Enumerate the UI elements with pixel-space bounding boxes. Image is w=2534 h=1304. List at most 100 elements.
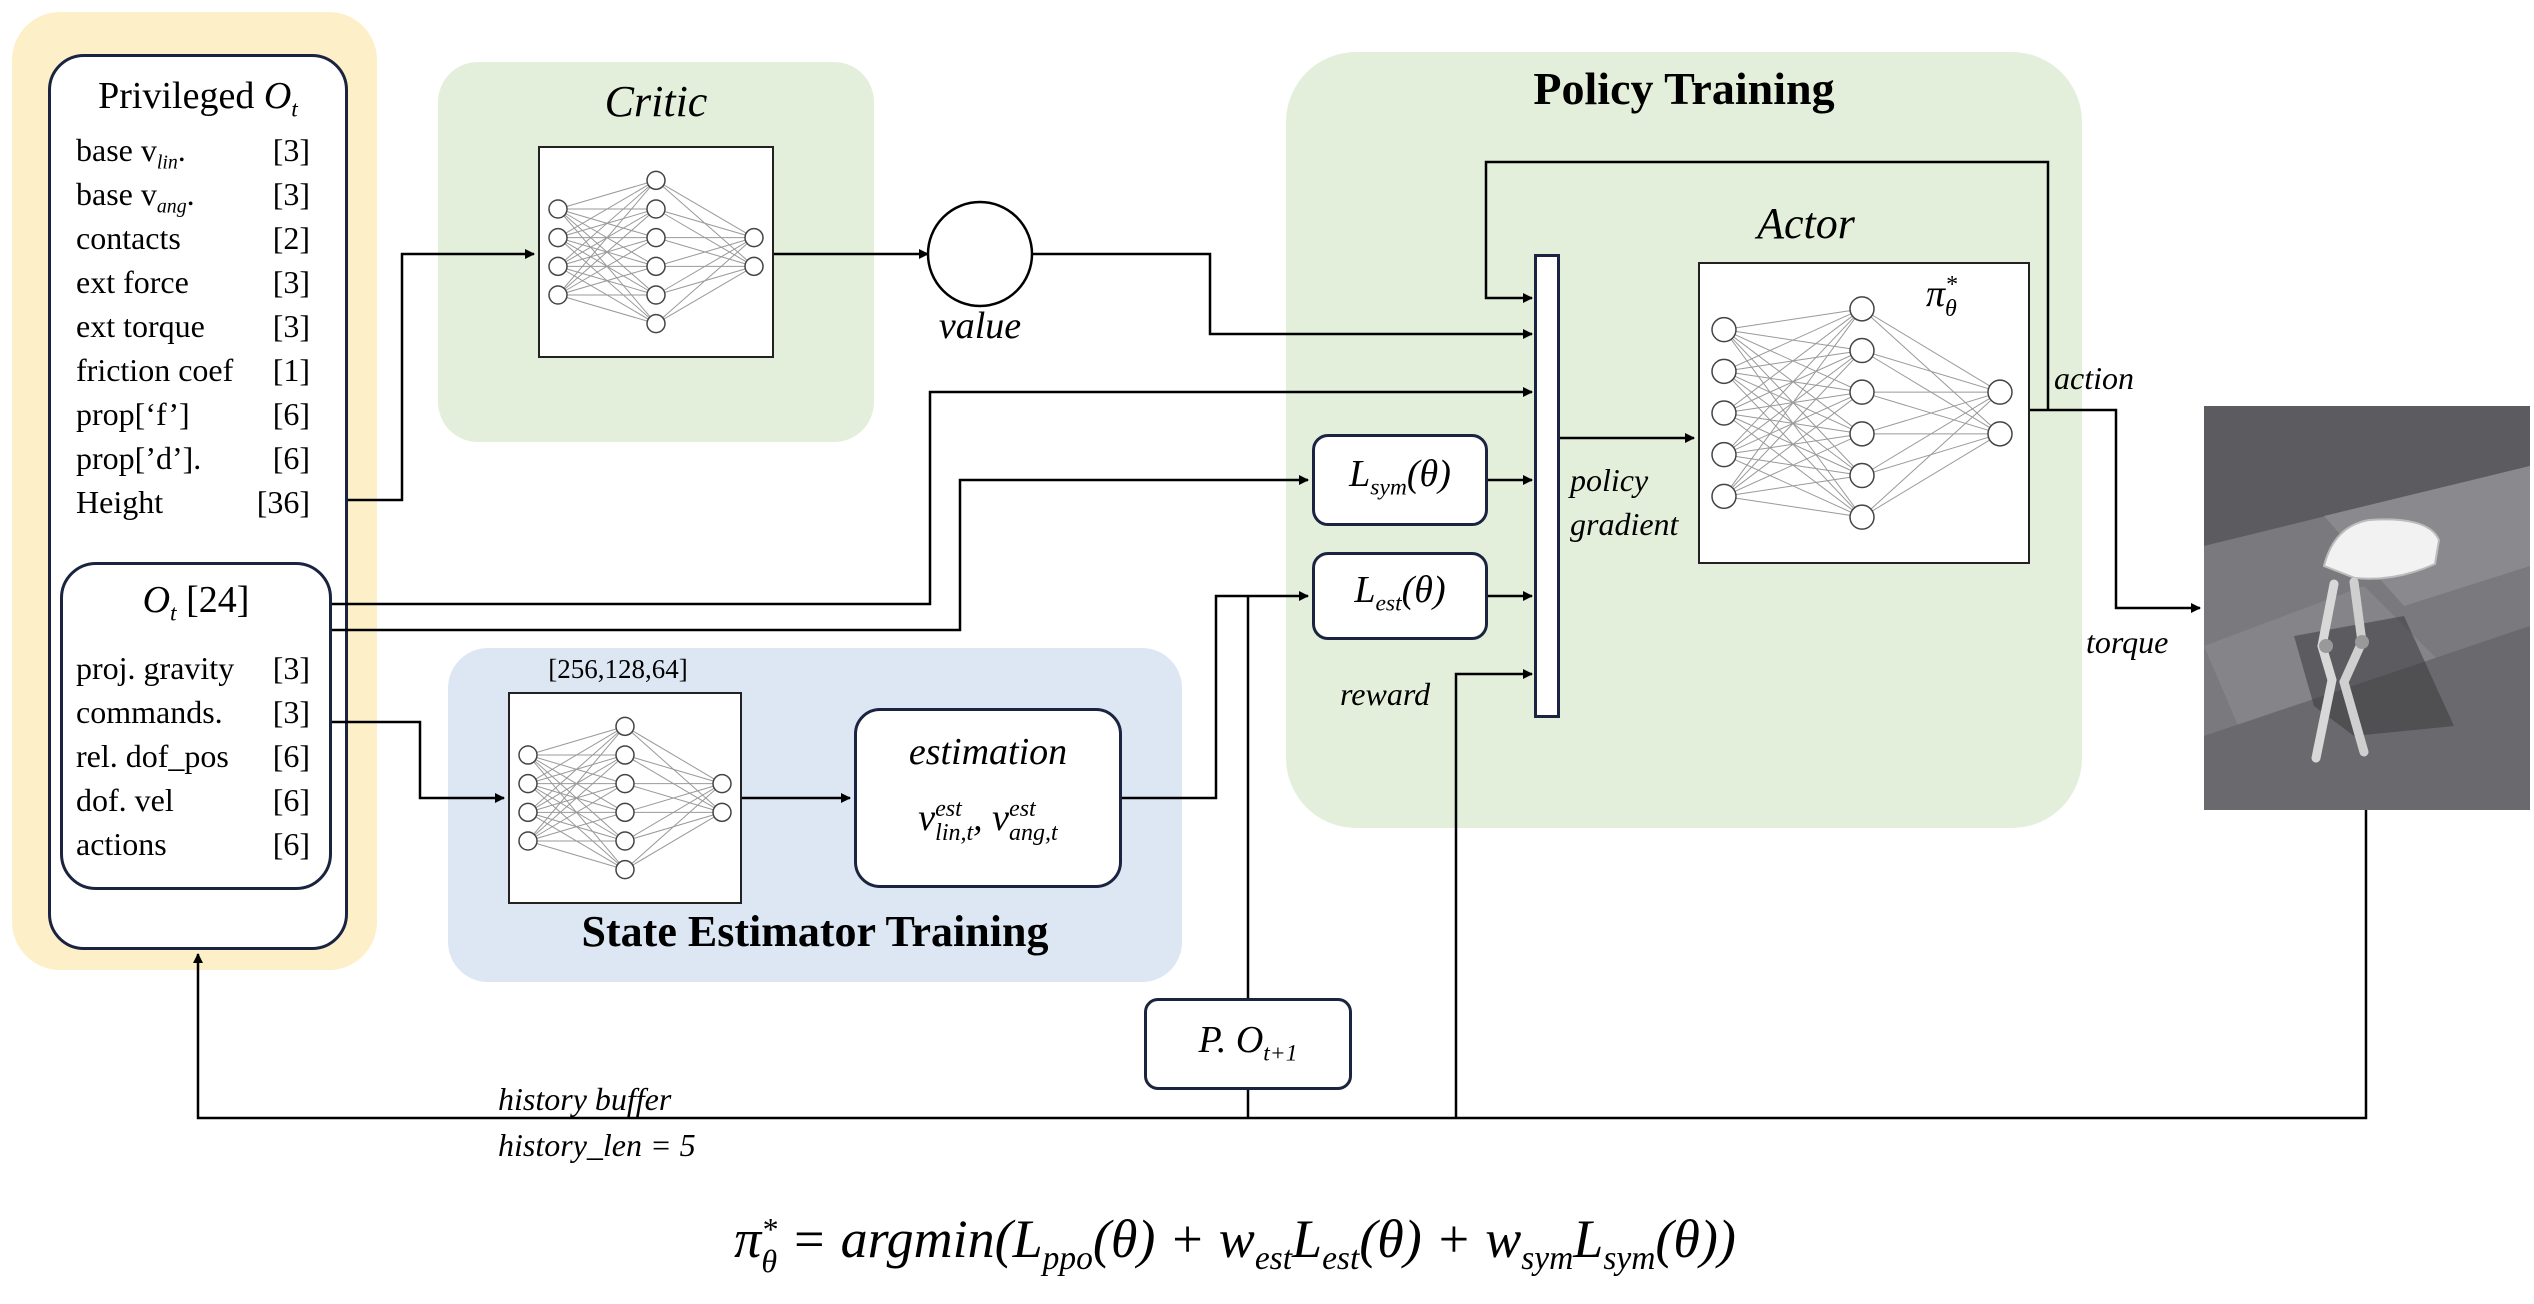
network-node	[548, 256, 568, 277]
ot-item-dim: [3]	[272, 694, 310, 730]
network-node	[712, 773, 732, 794]
arrow-ot-to-aggregator	[332, 387, 1533, 606]
network-node	[615, 716, 635, 737]
network-node	[646, 313, 666, 334]
network-node	[646, 285, 666, 305]
privileged-item-name: base vlin.	[76, 132, 186, 174]
privileged-item-name: contacts	[76, 220, 181, 256]
lest-box	[1312, 552, 1488, 640]
network-node	[1849, 337, 1875, 364]
network-node	[744, 227, 764, 248]
network-node	[615, 802, 635, 823]
privileged-item-dim: [3]	[272, 308, 310, 344]
network-node	[1849, 296, 1875, 322]
arrow-history-feedback	[193, 810, 2368, 1120]
ot-item-dim: [3]	[272, 650, 310, 686]
ot-item-name: dof. vel	[76, 782, 174, 818]
policy-training-title: Policy Training	[1533, 63, 1835, 114]
value-label: value	[938, 305, 1022, 347]
estimator-network-graph	[518, 716, 732, 880]
estimator-layers-label: [256,128,64]	[548, 654, 688, 684]
privileged-item-name: prop[‘f’]	[76, 396, 190, 432]
network-node	[518, 773, 538, 794]
network-node	[518, 802, 538, 823]
ot-item-dim: [6]	[272, 782, 310, 818]
network-node	[1849, 504, 1875, 530]
network-node	[548, 199, 568, 219]
actor-title: Actor	[1757, 199, 1855, 248]
network-node	[548, 227, 568, 248]
torque-label: torque	[2086, 624, 2169, 660]
policy-gradient-label: policy gradient	[1570, 462, 1679, 542]
actor-policy-symbol: π*θ	[1926, 272, 1958, 323]
privileged-item-name: ext torque	[76, 308, 205, 344]
network-node	[1987, 379, 2013, 405]
arrow-ot-to-estimator	[332, 720, 505, 803]
value-node	[926, 200, 1034, 308]
network-node	[1711, 483, 1737, 510]
aggregator-bar	[1534, 254, 1560, 718]
estimation-title: estimation	[908, 731, 1068, 773]
network-node	[744, 256, 764, 277]
arrow-reward-to-aggregator	[1454, 669, 1533, 1118]
privileged-item-dim: [3]	[272, 132, 310, 168]
network-node	[646, 227, 666, 248]
arrow-estimation-to-lest	[1122, 591, 1309, 800]
privileged-item-name: friction coef	[76, 352, 234, 388]
network-node	[518, 745, 538, 765]
reward-label: reward	[1340, 676, 1431, 712]
state-estimator-title: State Estimator Training	[581, 907, 1049, 956]
arrow-ot-to-lsym	[332, 475, 1309, 632]
robot-simulation-image	[2204, 406, 2530, 810]
network-node	[615, 773, 635, 794]
ot-title: Ot [24]	[142, 579, 250, 627]
lest-label: Lest(θ)	[1354, 569, 1446, 617]
ot-item-name: rel. dof_pos	[76, 738, 229, 774]
privileged-item-name: Height	[76, 484, 164, 520]
privileged-item-name: ext force	[76, 264, 189, 300]
network-node	[615, 831, 635, 851]
privileged-item-dim: [3]	[272, 176, 310, 212]
next-observation-box	[1144, 998, 1352, 1090]
critic-network-graph	[548, 170, 764, 334]
privileged-item-name: prop[’d’].	[76, 440, 202, 476]
ot-item-name: proj. gravity	[76, 650, 235, 686]
network-node	[615, 859, 635, 880]
next-observation-label: P. Ot+1	[1198, 1019, 1298, 1067]
network-node	[548, 285, 568, 305]
critic-title: Critic	[604, 77, 708, 126]
network-node	[615, 745, 635, 765]
history-buffer-label: history buffer history_len = 5	[498, 1081, 696, 1163]
ot-item-dim: [6]	[272, 826, 310, 862]
privileged-title: Privileged Ot	[98, 75, 298, 123]
network-node	[1849, 421, 1875, 447]
arrow-value-to-aggregator	[1032, 252, 1533, 339]
network-node	[1711, 358, 1737, 385]
network-node	[646, 256, 666, 277]
network-node	[1849, 379, 1875, 405]
lsym-box	[1312, 434, 1488, 526]
privileged-item-dim: [3]	[272, 264, 310, 300]
estimation-box	[854, 708, 1122, 888]
arrow-privileged-to-critic	[348, 249, 535, 502]
network-node	[1711, 441, 1737, 468]
privileged-item-dim: [6]	[272, 440, 310, 476]
privileged-item-dim: [6]	[272, 396, 310, 432]
network-node	[1849, 462, 1875, 489]
network-node	[1987, 421, 2013, 447]
privileged-item-name: base vang.	[76, 176, 195, 218]
network-node	[518, 831, 538, 851]
network-node	[1711, 316, 1737, 343]
arrow-action-feedback	[1484, 160, 2050, 410]
network-node	[646, 170, 666, 191]
network-node	[1711, 400, 1737, 426]
action-label: action	[2054, 360, 2134, 396]
lsym-label: Lsym(θ)	[1349, 453, 1451, 501]
network-node	[646, 199, 666, 219]
privileged-item-dim: [36]	[256, 484, 310, 520]
ot-item-dim: [6]	[272, 738, 310, 774]
privileged-item-dim: [2]	[272, 220, 310, 256]
actor-network-graph	[1711, 296, 2013, 530]
